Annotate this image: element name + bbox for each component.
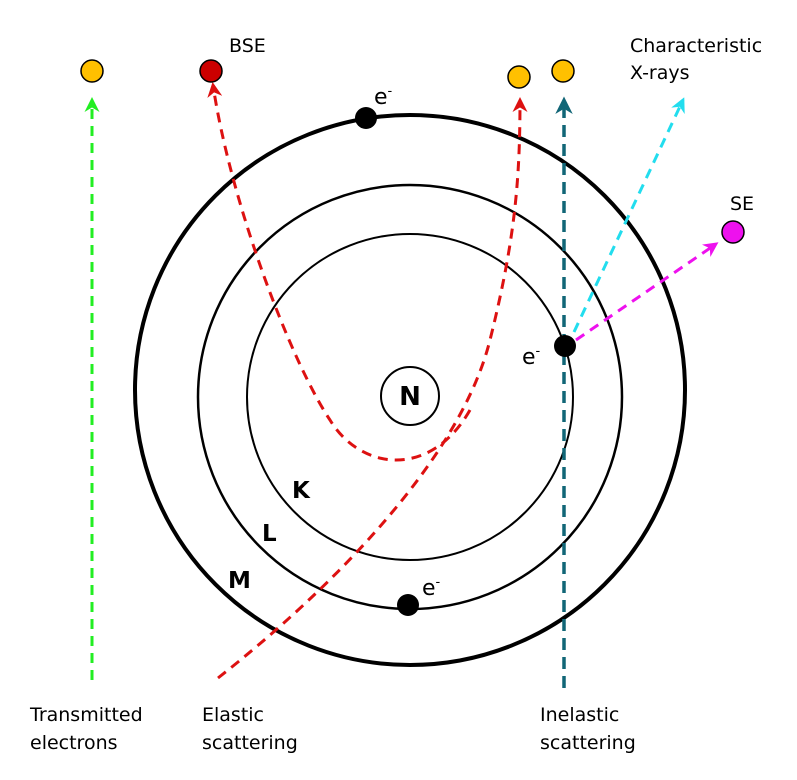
- shell-m-orbit: [133, 113, 687, 667]
- elastic-label-line1: Elastic: [202, 704, 264, 726]
- nucleus: [380, 366, 440, 426]
- electron-label-right: e-: [522, 344, 541, 370]
- inelastic-particle: [551, 59, 575, 83]
- elastic-scattering-path: [217, 97, 528, 680]
- inelastic-label-line2: scattering: [540, 732, 636, 754]
- shell-l-label: L: [262, 521, 277, 547]
- secondary-electron-path: [575, 242, 719, 342]
- transmitted-particle: [80, 59, 104, 83]
- nucleus-label: N: [399, 382, 421, 412]
- characteristic-xrays-label-line2: X-rays: [630, 62, 690, 84]
- orbital-electron-right: [554, 335, 576, 357]
- se-particle: [721, 220, 745, 244]
- se-label: SE: [730, 193, 754, 215]
- bse-particle: [199, 59, 223, 83]
- transmitted-label-line2: electrons: [30, 732, 118, 754]
- shell-m-label: M: [228, 568, 251, 594]
- xray-path: [572, 97, 685, 333]
- orbital-electron-bottom: [397, 594, 419, 616]
- backscatter-path: [207, 82, 472, 462]
- characteristic-xrays-label-line1: Characteristic: [630, 35, 762, 57]
- transmitted-label-line1: Transmitted: [29, 704, 143, 726]
- bse-label: BSE: [229, 35, 266, 57]
- orbital-electron-top: [355, 107, 377, 129]
- elastic-particle: [507, 65, 531, 89]
- electron-label-top: e-: [374, 84, 393, 110]
- shell-k-label: K: [292, 478, 311, 504]
- electron-label-bottom: e-: [422, 575, 441, 601]
- shell-k-orbit: [246, 233, 574, 561]
- inelastic-label-line1: Inelastic: [540, 704, 619, 726]
- elastic-label-line2: scattering: [202, 732, 298, 754]
